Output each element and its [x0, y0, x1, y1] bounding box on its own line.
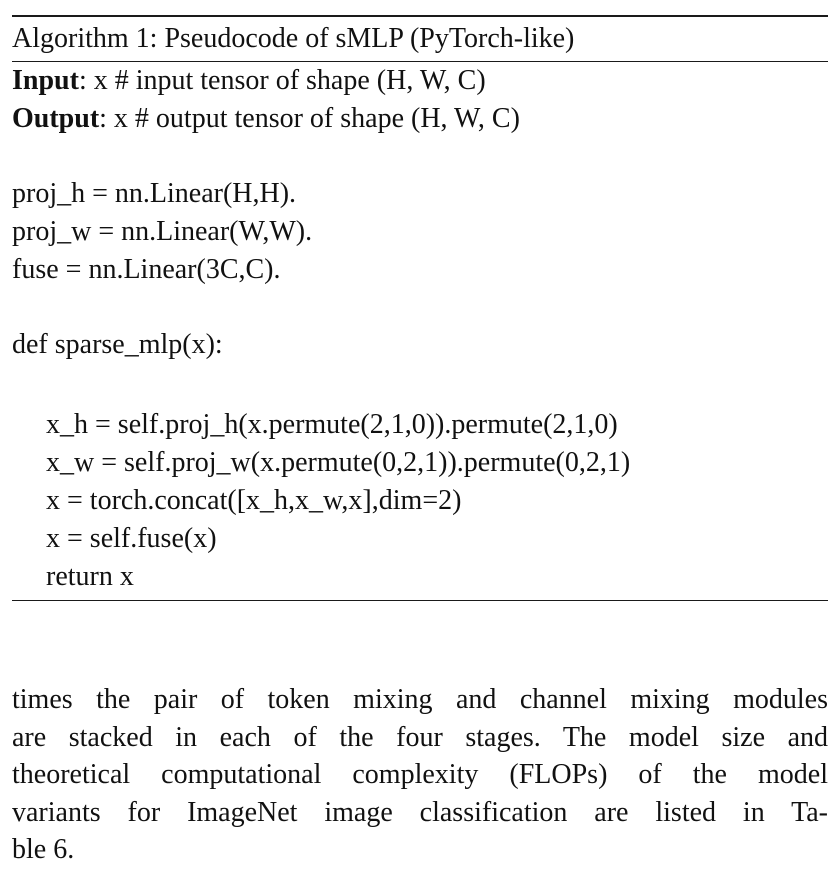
- input-text: : x # input tensor of shape (H, W, C): [78, 65, 486, 96]
- blank-line: [12, 289, 828, 326]
- algorithm-top-rule: [12, 15, 828, 17]
- code-line-body: x_w = self.proj_w(x.permute(0,2,1)).perm…: [46, 447, 631, 478]
- algorithm-block: Algorithm 1: Pseudocode of sMLP (PyTorch…: [12, 15, 828, 601]
- paragraph-line: variants for ImageNet image classificati…: [12, 796, 828, 828]
- code-line-def: def sparse_mlp(x):: [12, 329, 223, 360]
- input-label: Input: [12, 65, 79, 96]
- code-line-proj-w: proj_w = nn.Linear(W,W).: [12, 216, 313, 247]
- paragraph-line: times the pair of token mixing and chann…: [12, 684, 828, 715]
- code-line-body: return x: [46, 561, 134, 592]
- algorithm-bottom-rule: [12, 600, 828, 601]
- paragraph-line: ble 6.: [12, 834, 75, 865]
- output-label: Output: [12, 103, 100, 134]
- algorithm-output-line: Output: x # output tensor of shape (H, W…: [12, 100, 828, 138]
- code-line-body: x = torch.concat([x_h,x_w,x],dim=2): [46, 485, 462, 516]
- algorithm-title: Algorithm 1: Pseudocode of sMLP (PyTorch…: [12, 23, 575, 54]
- code-line-body: x_h = self.proj_h(x.permute(2,1,0)).perm…: [46, 409, 618, 440]
- body-paragraph: times the pair of token mixing and chann…: [12, 681, 828, 869]
- paragraph-line: theoretical computational complexity (FL…: [12, 759, 828, 790]
- algorithm-title-rule: [12, 61, 828, 62]
- algorithm-body: Input: x # input tensor of shape (H, W, …: [12, 62, 828, 596]
- code-line-proj-h: proj_h = nn.Linear(H,H).: [12, 178, 297, 209]
- code-line-fuse: fuse = nn.Linear(3C,C).: [12, 254, 281, 285]
- code-line-body: x = self.fuse(x): [46, 523, 217, 554]
- paragraph-line: are stacked in each of the four stages. …: [12, 721, 828, 753]
- algorithm-input-line: Input: x # input tensor of shape (H, W, …: [12, 62, 828, 100]
- output-text: : x # output tensor of shape (H, W, C): [99, 103, 520, 134]
- blank-line: [12, 364, 828, 406]
- blank-line: [12, 138, 828, 175]
